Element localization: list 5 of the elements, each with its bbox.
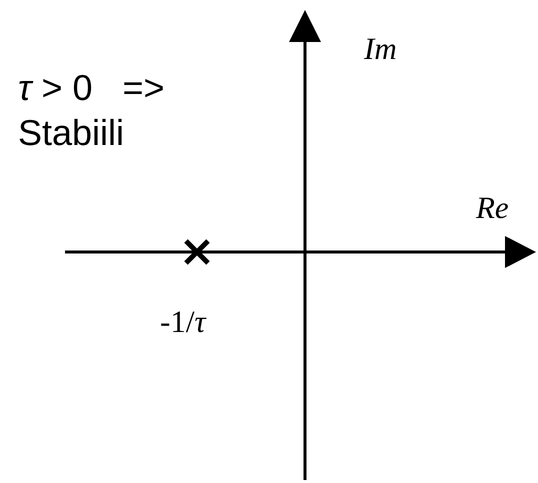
stability-text: Stabiili [18,115,124,151]
axis-label: Re [476,192,509,223]
pole-label: -1/τ [160,306,206,337]
axis-label: Im [364,33,397,64]
condition-text: τ > 0 => [18,70,165,106]
